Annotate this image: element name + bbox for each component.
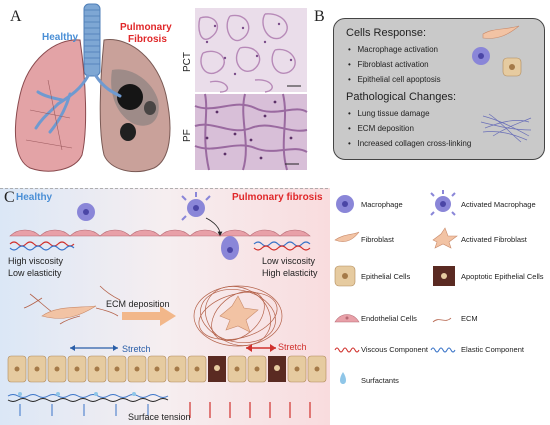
panel-a-pf-label-1: Pulmonary bbox=[120, 22, 172, 33]
pathological-changes-title: Pathological Changes: bbox=[346, 91, 457, 103]
epithelial-cell-icon bbox=[502, 57, 522, 77]
surfactant-icon bbox=[18, 392, 136, 396]
macrophage-icon bbox=[336, 195, 354, 213]
panel-b-letter: B bbox=[314, 8, 325, 25]
cells-response-title: Cells Response: bbox=[346, 27, 427, 39]
legend-epithelial-cells: Epithelial Cells bbox=[361, 272, 411, 281]
panel-c-healthy-label: Healthy bbox=[16, 192, 53, 203]
ecm-cluster bbox=[193, 285, 283, 347]
panel-a-healthy-label: Healthy bbox=[42, 32, 79, 43]
panel-b-icons bbox=[472, 25, 532, 143]
legend-activated-fibroblast: Activated Fibroblast bbox=[461, 235, 527, 244]
legend-surfactants: Surfactants bbox=[361, 376, 399, 385]
ecm-fibers bbox=[23, 285, 121, 325]
high-viscosity-label: High viscosity bbox=[8, 256, 64, 266]
panel-c-background bbox=[0, 188, 330, 425]
histology-pct-label: PCT bbox=[182, 52, 193, 72]
histology-pf-label: PF bbox=[182, 129, 193, 142]
surfactant-icon bbox=[340, 372, 346, 384]
epithelial-cell-icon bbox=[334, 265, 356, 287]
stretch-label-fibrosis: Stretch bbox=[278, 342, 307, 352]
panel-b-box: Cells Response: • Macrophage activation … bbox=[333, 18, 545, 160]
viscous-component-icon bbox=[334, 347, 360, 353]
activated-macrophage-icon bbox=[221, 236, 239, 260]
ecm-deposition-arrow-icon bbox=[122, 306, 176, 326]
histology-pf-image bbox=[194, 93, 308, 171]
legend-endothelial-cells: Endothelial Cells bbox=[361, 314, 417, 323]
path-item-3: • Increased collagen cross-linking bbox=[348, 139, 472, 148]
fibroblast-icon bbox=[334, 231, 360, 242]
bronchi-icon bbox=[34, 74, 90, 134]
fibrotic-lesion-icon bbox=[117, 84, 143, 110]
legend-apoptotic-epithelial-cells: Apoptotic Epithelial Cells bbox=[461, 272, 544, 281]
fibroblast-icon bbox=[41, 305, 97, 319]
path-item-1: • Lung tissue damage bbox=[348, 109, 430, 118]
legend-activated-macrophage: Activated Macrophage bbox=[461, 200, 536, 209]
lungs-illustration bbox=[14, 3, 171, 172]
ecm-fibers-icon bbox=[480, 113, 532, 143]
low-elasticity-label: Low elasticity bbox=[8, 268, 62, 278]
low-viscosity-label: Low viscosity bbox=[262, 256, 316, 266]
stretch-label-healthy: Stretch bbox=[122, 344, 151, 354]
ecm-deposition-label: ECM deposition bbox=[106, 299, 170, 309]
activated-macrophage-icon bbox=[472, 47, 490, 65]
fibrotic-lesion-icon bbox=[120, 123, 136, 141]
panel-c-letter: C bbox=[4, 189, 15, 206]
apoptotic-epithelial-icon bbox=[433, 266, 455, 286]
legend-icons bbox=[334, 190, 458, 384]
panel-a-letter: A bbox=[10, 8, 22, 25]
elastic-component-icon bbox=[430, 347, 456, 353]
healthy-lung-icon bbox=[14, 39, 87, 172]
endothelial-cell-icon bbox=[334, 314, 360, 323]
fibroblast-icon bbox=[482, 25, 520, 39]
ecm-icon bbox=[432, 317, 452, 323]
cells-item-1: • Macrophage activation bbox=[348, 45, 438, 54]
legend-ecm: ECM bbox=[461, 314, 478, 323]
high-elasticity-label: High elasticity bbox=[262, 268, 318, 278]
surface-tension-label: Surface tension bbox=[128, 412, 191, 422]
legend-fibroblast: Fibroblast bbox=[361, 235, 394, 244]
legend-elastic-component: Elastic Component bbox=[461, 345, 524, 354]
activated-fibroblast-icon bbox=[432, 227, 458, 249]
activated-macrophage-icon bbox=[430, 190, 456, 216]
cells-item-2: • Fibroblast activation bbox=[348, 60, 429, 69]
histology-pct-image bbox=[195, 8, 307, 93]
endothelial-layer bbox=[9, 229, 311, 237]
trachea-icon bbox=[83, 3, 101, 77]
legend-macrophage: Macrophage bbox=[361, 200, 403, 209]
path-item-2: • ECM deposition bbox=[348, 124, 414, 133]
legend-viscous-component: Viscous Component bbox=[361, 345, 428, 354]
macrophage-icon bbox=[77, 203, 95, 221]
activated-fibroblast-icon bbox=[219, 295, 259, 333]
panel-c-pf-label: Pulmonary fibrosis bbox=[232, 192, 323, 203]
cells-item-3: • Epithelial cell apoptosis bbox=[348, 75, 441, 84]
panel-a-pf-label-2: Fibrosis bbox=[128, 34, 167, 45]
activated-macrophage-icon bbox=[181, 192, 211, 221]
